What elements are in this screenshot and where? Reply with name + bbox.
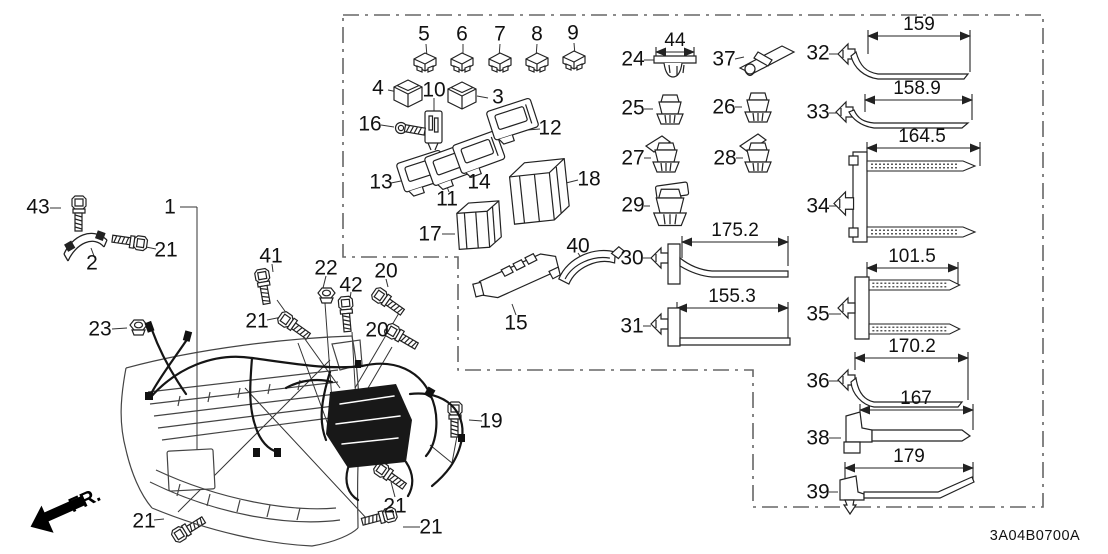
callout-8: 8 — [531, 22, 543, 46]
callout-9: 9 — [567, 21, 579, 45]
part-16-screw — [396, 123, 426, 136]
callout-10: 10 — [422, 78, 446, 102]
callout-26: 26 — [712, 95, 736, 119]
dimension-158-9: 158.9 — [893, 78, 941, 99]
callout-27: 27 — [621, 146, 645, 170]
callout-25: 25 — [621, 96, 645, 120]
part-2-bracket — [64, 231, 107, 261]
callout-16: 16 — [358, 112, 382, 136]
dimension-44: 44 — [664, 30, 686, 51]
part-31-bracket — [650, 308, 790, 346]
callout-24: 24 — [621, 47, 645, 71]
callout-20: 20 — [365, 318, 389, 342]
callout-11: 11 — [436, 187, 458, 211]
callout-3: 3 — [492, 85, 504, 109]
callout-20: 20 — [374, 259, 398, 283]
callout-14: 14 — [467, 170, 491, 194]
callout-29: 29 — [621, 193, 645, 217]
part-24-clip — [654, 56, 696, 77]
callout-7: 7 — [494, 22, 506, 46]
callout-33: 33 — [806, 100, 830, 124]
callout-4: 4 — [372, 76, 384, 100]
callout-32: 32 — [806, 41, 830, 65]
drawing-code: 3A04B0700A — [989, 528, 1081, 544]
callout-30: 30 — [620, 246, 644, 270]
part-10-fusible-link — [425, 111, 442, 150]
callout-2: 2 — [86, 251, 98, 275]
callout-19: 19 — [479, 409, 503, 433]
callout-35: 35 — [806, 302, 830, 326]
callout-13: 13 — [369, 170, 393, 194]
part-39-strap — [840, 476, 974, 514]
fuse-parts — [393, 50, 629, 303]
dimension-159: 159 — [903, 14, 935, 35]
dimension-167: 167 — [900, 388, 932, 409]
callout-17: 17 — [418, 222, 442, 246]
callout-37: 37 — [712, 47, 736, 71]
callout-12: 12 — [538, 116, 562, 140]
callout-21: 21 — [383, 494, 407, 518]
part-15-connector — [469, 249, 562, 303]
callout-38: 38 — [806, 426, 830, 450]
callout-42: 42 — [339, 273, 363, 297]
part-40-bracket — [554, 242, 629, 286]
part-35-harness-band — [837, 277, 961, 339]
dimension-101-5: 101.5 — [888, 246, 936, 267]
part-36-strap — [837, 369, 962, 407]
callout-23: 23 — [88, 317, 112, 341]
callout-5: 5 — [418, 22, 430, 46]
callout-43: 43 — [26, 195, 50, 219]
vehicle-front-sketch — [121, 336, 362, 546]
dimension-164-5: 164.5 — [898, 126, 946, 147]
callout-40: 40 — [566, 234, 590, 258]
callout-34: 34 — [806, 194, 830, 218]
part-38-strap — [844, 412, 970, 453]
dimension-lines — [655, 30, 981, 486]
dimension-175-2: 175.2 — [711, 220, 759, 241]
front-direction-arrow — [30, 495, 86, 533]
callout-1: 1 — [164, 195, 176, 219]
part-32-strap — [837, 43, 968, 79]
callout-39: 39 — [806, 480, 830, 504]
callout-28: 28 — [713, 146, 737, 170]
callout-15: 15 — [504, 311, 528, 335]
callout-21: 21 — [419, 515, 443, 539]
clip-parts — [646, 46, 794, 346]
dimension-170-2: 170.2 — [888, 336, 936, 357]
dimension-155-3: 155.3 — [708, 286, 756, 307]
fastener-parts — [64, 195, 463, 545]
wire-harness-sketch — [144, 320, 465, 500]
part-33-strap — [835, 101, 968, 128]
callout-21: 21 — [154, 238, 178, 262]
callout-21: 21 — [132, 509, 156, 533]
detail-boundary — [343, 15, 1043, 507]
strap-parts — [833, 43, 976, 514]
part-30-bracket — [650, 244, 788, 284]
callout-31: 31 — [620, 314, 644, 338]
callout-36: 36 — [806, 369, 830, 393]
part-37-clip — [740, 46, 794, 76]
callout-6: 6 — [456, 22, 468, 46]
callout-22: 22 — [314, 256, 338, 280]
part-34-harness-band — [833, 152, 976, 242]
dimension-179: 179 — [893, 446, 925, 467]
callout-18: 18 — [577, 167, 601, 191]
callout-41: 41 — [259, 244, 283, 268]
callout-21: 21 — [245, 309, 269, 333]
